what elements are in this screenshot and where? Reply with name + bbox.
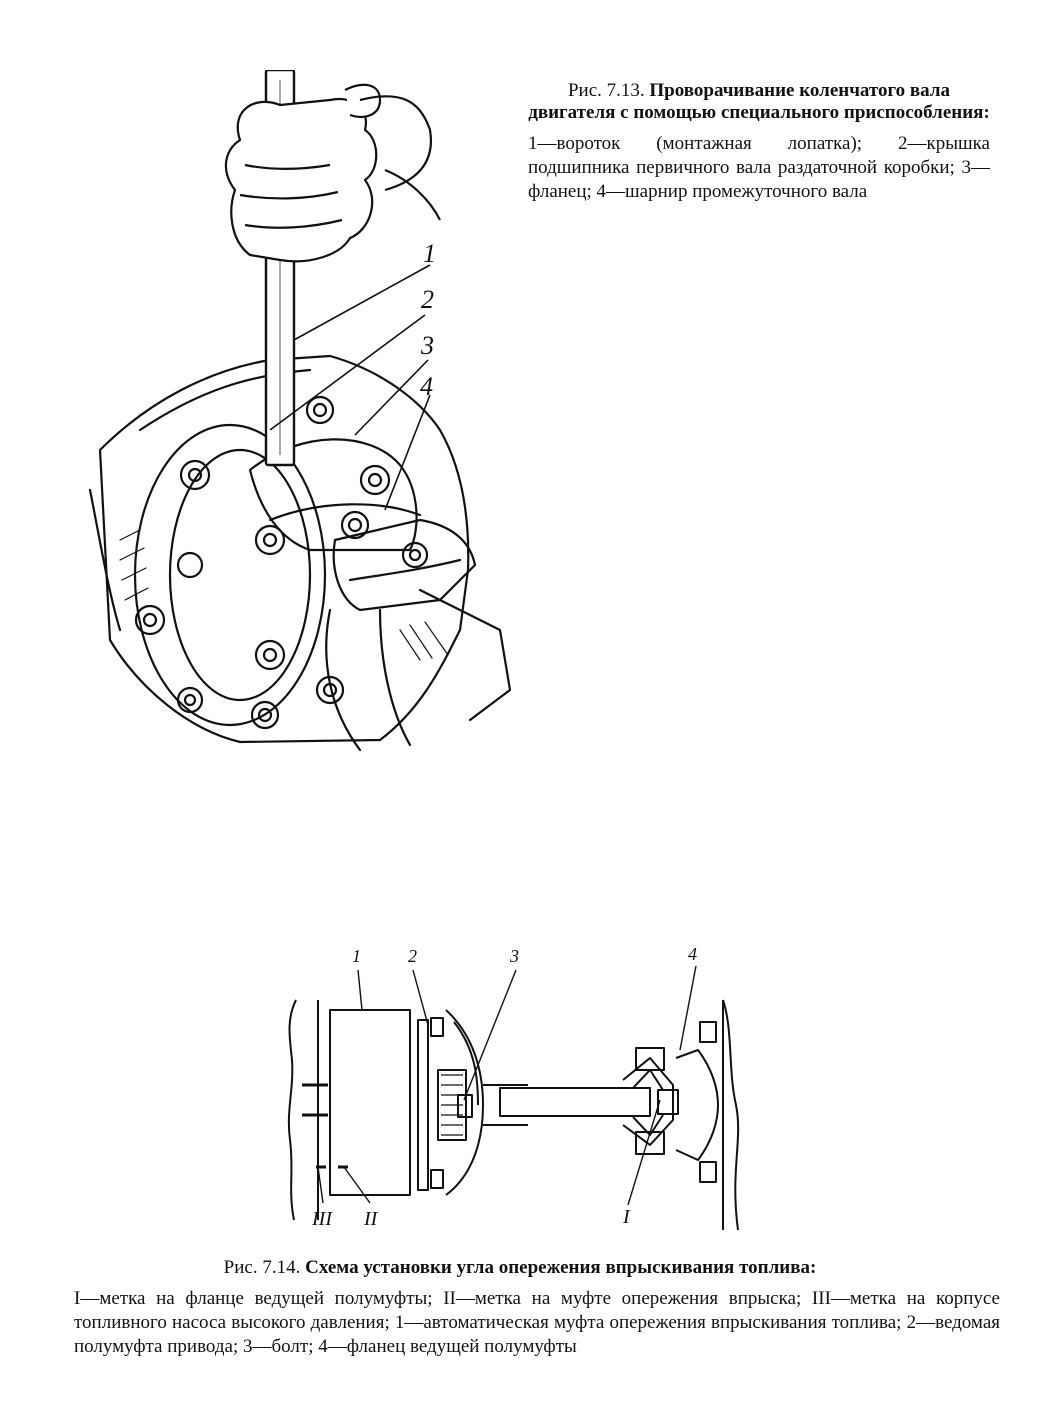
callout-1: 1	[352, 946, 361, 966]
flange	[248, 438, 418, 552]
intermediate-shaft	[499, 1087, 651, 1117]
mark-II: II	[363, 1208, 379, 1230]
drive-flange	[675, 1049, 719, 1161]
mark-III: III	[311, 1208, 333, 1230]
callout-2: 2	[408, 946, 417, 966]
joint	[332, 518, 477, 612]
caption-title: Рис. 7.13. Проворачивание коленчатого ва…	[528, 80, 990, 124]
callout-4: 4	[688, 944, 697, 964]
callout-3: 3	[420, 331, 434, 360]
callout-3: 3	[509, 946, 519, 966]
figure-7-14-diagram: 1 2 3 4 III II I	[287, 944, 740, 1231]
caption-heading: Проворачивание коленчатого вала двигател…	[528, 80, 990, 123]
caption-prefix: Рис. 7.13.	[567, 80, 645, 101]
mark-I: I	[622, 1206, 631, 1228]
figure-7-14-caption-body: I—метка на фланце ведущей полумуфты; II—…	[74, 1288, 1000, 1357]
hand	[224, 83, 441, 263]
callout-2: 2	[421, 285, 434, 314]
driven-half-coupling	[417, 1019, 429, 1191]
figure-7-14-caption-title: Рис. 7.14. Схема установки угла опережен…	[100, 1257, 940, 1279]
figure-7-13-illustration: 1 2 3 4	[88, 70, 512, 752]
callout-1: 1	[423, 239, 436, 268]
pump-housing-wall	[287, 999, 297, 1221]
advance-coupling	[329, 1009, 411, 1196]
bearing-cover	[133, 423, 327, 727]
caption-heading: Схема установки угла опережения впрыскив…	[305, 1257, 817, 1278]
caption-prefix: Рис. 7.14.	[223, 1257, 301, 1278]
figure-7-13-caption: Рис. 7.13. Проворачивание коленчатого ва…	[528, 80, 990, 204]
bolts	[134, 395, 429, 730]
callout-4: 4	[420, 372, 433, 401]
gearbox-housing	[98, 354, 470, 744]
caption-body: 1—вороток (монтажная лопатка); 2—крышка …	[528, 133, 990, 202]
